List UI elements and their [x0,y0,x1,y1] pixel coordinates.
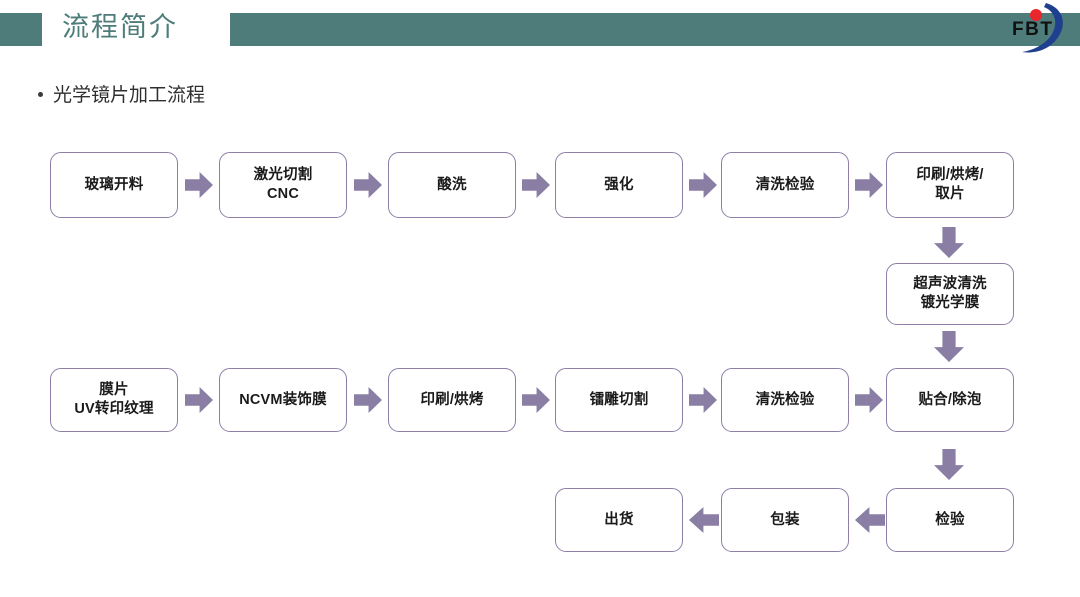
flow-node-n10[interactable]: 印刷/烘烤 [388,368,516,432]
flow-node-n5[interactable]: 清洗检验 [721,152,849,218]
flow-node-n14[interactable]: 检验 [886,488,1014,552]
flow-arrow-down-icon [934,449,964,480]
logo-text: FBT [1012,19,1053,40]
flow-arrow-left-icon [689,507,719,533]
flow-arrow-right-icon [855,172,883,198]
fbt-logo: FBT [1012,3,1063,53]
flow-node-label: 印刷/烘烤/ 取片 [916,167,984,202]
flow-node-label: 超声波清洗 镀光学膜 [913,276,987,311]
slide-header: 流程简介 FBT [0,0,1080,58]
flow-arrow-left-icon [855,507,885,533]
flow-arrow-right-icon [185,387,213,413]
flow-node-label: 贴合/除泡 [918,391,982,408]
flow-node-n12[interactable]: 清洗检验 [721,368,849,432]
flow-node-n15[interactable]: 包装 [721,488,849,552]
flow-node-n3[interactable]: 酸洗 [388,152,516,218]
page-title: 流程简介 [62,12,178,42]
flow-node-label: 出货 [604,511,634,528]
flow-node-label: 清洗检验 [755,391,815,408]
flow-node-label: 膜片 UV转印纹理 [74,382,154,417]
flow-arrow-right-icon [185,172,213,198]
flow-node-label: 清洗检验 [755,176,815,193]
flow-node-label: 酸洗 [437,176,467,193]
flow-node-n11[interactable]: 镭雕切割 [555,368,683,432]
flow-node-n13[interactable]: 贴合/除泡 [886,368,1014,432]
flow-arrow-right-icon [689,387,717,413]
flow-node-n4[interactable]: 强化 [555,152,683,218]
logo-dot-icon [1030,9,1042,21]
flow-arrow-right-icon [689,172,717,198]
flow-arrow-right-icon [855,387,883,413]
flow-arrow-down-icon [934,227,964,258]
flow-node-label: 镭雕切割 [589,391,649,408]
header-accent-bar [230,13,1080,46]
flow-node-label: 检验 [935,511,965,528]
bullet-label: 光学镜片加工流程 [53,85,206,106]
flow-node-n9[interactable]: NCVM装饰膜 [219,368,347,432]
flow-arrow-right-icon [354,172,382,198]
bullet-dot-icon [38,92,43,98]
flow-arrow-right-icon [522,172,550,198]
flow-node-n7[interactable]: 超声波清洗 镀光学膜 [886,263,1014,325]
flow-node-n16[interactable]: 出货 [555,488,683,552]
flow-node-n2[interactable]: 激光切割 CNC [219,152,347,218]
flow-node-label: 激光切割 CNC [253,167,313,202]
flow-node-n8[interactable]: 膜片 UV转印纹理 [50,368,178,432]
flow-arrow-right-icon [354,387,382,413]
flow-node-label: 强化 [604,176,634,193]
flow-node-label: 包装 [770,511,800,528]
logo-swoosh-icon [1022,3,1063,53]
bullet-item: 光学镜片加工流程 [38,80,205,107]
flow-node-label: 印刷/烘烤 [420,391,484,408]
flow-arrow-down-icon [934,331,964,362]
flow-node-n1[interactable]: 玻璃开料 [50,152,178,218]
flow-node-label: 玻璃开料 [84,176,144,193]
flow-arrow-right-icon [522,387,550,413]
flow-node-label: NCVM装饰膜 [239,391,327,408]
flow-node-n6[interactable]: 印刷/烘烤/ 取片 [886,152,1014,218]
header-left-accent-block [0,13,42,46]
